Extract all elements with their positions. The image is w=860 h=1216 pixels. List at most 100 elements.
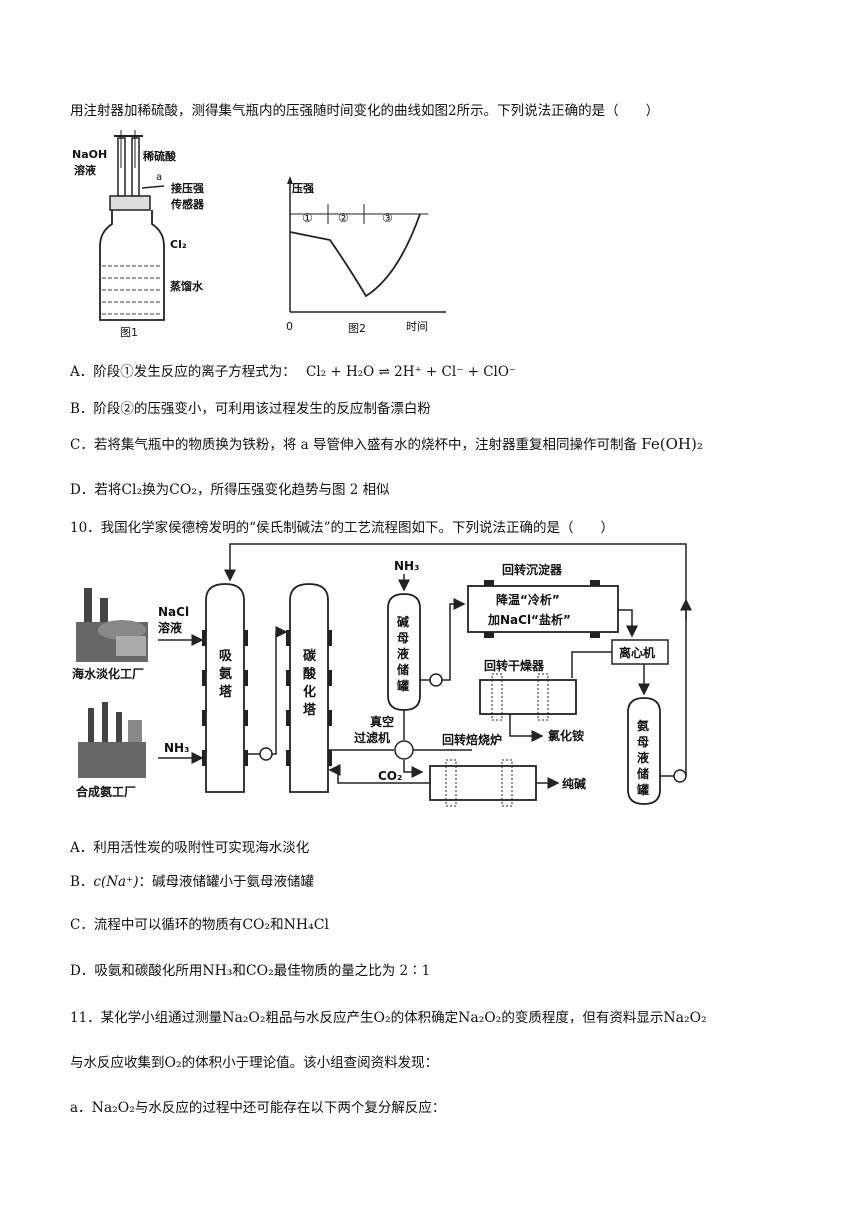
q11-l1-c: 的体积确定 — [390, 1010, 459, 1026]
q9-intro: 用注射器加稀硫酸，测得集气瓶内的压强随时间变化的曲线如图2所示。下列说法正确的是… — [70, 103, 660, 119]
furnace-label: 回转焙烧炉 — [442, 732, 502, 747]
q10-option-d-mid: 和 — [232, 963, 246, 979]
vacuum-label-2: 过滤机 — [354, 730, 390, 745]
settler-label: 回转沉淀器 — [502, 562, 563, 577]
q10-option-c-pre: C．流程中可以循环的物质有 — [70, 917, 243, 933]
rotary-dryer — [479, 679, 577, 715]
ammonia-tank-char-3: 液 — [637, 750, 649, 765]
q10-option-d-formula-1: NH₃ — [202, 963, 233, 979]
tube-a-label: a — [156, 172, 162, 183]
q11-l2-formula-1: O₂ — [164, 1055, 182, 1071]
q9-option-a-equation: Cl₂ + H₂O ⇌ 2H⁺ + Cl⁻ + ClO⁻ — [306, 364, 517, 380]
absorber-char-3: 塔 — [219, 684, 233, 700]
ammonia-plant-label: 合成氨工厂 — [76, 784, 136, 799]
q10-option-d-post: 最佳物质的量之比为 2∶1 — [273, 963, 431, 979]
ammonia-tank-char-1: 氨 — [637, 718, 649, 733]
vacuum-filter — [394, 740, 414, 760]
ammonia-mother-liquor-tank: 氨 母 液 储 罐 — [627, 697, 661, 805]
q9-option-c-text: C．若将集气瓶中的物质换为铁粉，将 a 导管伸入盛有水的烧杯中，注射器重复相同操… — [70, 437, 637, 453]
q11-line-2: 与水反应收集到O₂的体积小于理论值。该小组查阅资料发现： — [70, 1051, 438, 1071]
q11-line-1: 11．某化学小组通过测量Na₂O₂粗品与水反应产生O₂的体积确定Na₂O₂的变质… — [70, 1006, 707, 1026]
centrifuge-box — [611, 639, 669, 665]
sensor-label-1: 接压强 — [171, 181, 204, 195]
ammonia-absorber-tower: 吸 氨 塔 — [202, 583, 248, 793]
carbonation-tower: 碳 酸 化 塔 — [286, 583, 332, 793]
q11-l1-formula-2: O₂ — [373, 1010, 391, 1026]
nh3-input-label: NH₃ — [164, 741, 189, 755]
x-axis-label: 时间 — [406, 320, 428, 333]
nh3-top-label: NH₃ — [394, 559, 419, 573]
figure-2-pressure-curve: 压强 时间 0 ① ② ③ 图2 — [286, 176, 446, 335]
carbonator-char-2: 酸 — [303, 666, 317, 682]
stage-1-label: ① — [302, 211, 313, 225]
naoh-label: NaOH — [72, 148, 107, 161]
ammonium-chloride-label: 氯化铵 — [548, 728, 584, 743]
q9-option-b: B．阶段②的压强变小，可利用该过程发生的反应制备漂白粉 — [70, 401, 431, 417]
q10-option-c-formula-2: NH₄Cl — [283, 917, 329, 933]
q10-option-b-post: ：碱母液储罐小于氨母液储罐 — [138, 874, 315, 890]
stage-3-label: ③ — [382, 211, 393, 225]
q9-option-d-mid: 换为 — [142, 482, 170, 498]
q11-l1-b: 粗品与水反应产生 — [265, 1010, 374, 1026]
nacl-label: NaCl — [158, 605, 189, 619]
mother-tank-char-1: 碱 — [397, 614, 409, 629]
ammonia-tank-char-2: 母 — [637, 735, 649, 749]
q10-option-d-formula-2: CO₂ — [245, 963, 274, 979]
q11-l1-formula-3: Na₂O₂ — [458, 1010, 502, 1026]
q9-option-a-text: A．阶段①发生反应的离子方程式为： — [70, 364, 296, 380]
q10-option-c-mid: 和 — [270, 917, 284, 933]
q10-option-b-formula: c(Na⁺) — [93, 874, 139, 890]
carbonator-char-1: 碳 — [303, 648, 317, 664]
figure-1-apparatus: a NaOH 溶液 稀硫酸 接压强 传感器 Cl₂ 蒸馏水 图1 — [72, 130, 205, 339]
origin-label: 0 — [286, 320, 293, 333]
mother-tank-char-4: 储 — [397, 662, 409, 677]
q9-option-a: A．阶段①发生反应的离子方程式为： Cl₂ + H₂O ⇌ 2H⁺ + Cl⁻ … — [70, 360, 516, 380]
dryer-label: 回转干燥器 — [484, 658, 545, 673]
q10-option-c: C．流程中可以循环的物质有CO₂和NH₄Cl — [70, 913, 329, 933]
mother-tank-char-5: 罐 — [396, 678, 409, 693]
q9-option-d-formula-2: CO₂ — [169, 482, 197, 498]
water-label: 蒸馏水 — [170, 279, 204, 293]
q10-option-d: D．吸氨和碳酸化所用NH₃和CO₂最佳物质的量之比为 2∶1 — [70, 959, 430, 979]
q11-l1-d: 的变质程度，但有资料显示 — [501, 1010, 664, 1026]
q9-option-d-pre: D．若将 — [70, 482, 122, 498]
q10-option-b-pre: B． — [70, 874, 94, 890]
seawater-plant-icon — [76, 588, 148, 662]
q11-line-3: a．Na₂O₂与水反应的过程中还可能存在以下两个复分解反应： — [70, 1096, 445, 1116]
q11-l1-formula-4: Na₂O₂ — [663, 1010, 707, 1026]
cl2-label: Cl₂ — [170, 238, 187, 251]
q11-l3-a: a． — [70, 1100, 92, 1116]
salting-label: 加NaCl“盐析” — [487, 612, 571, 627]
rotary-settler: 降温“冷析” 加NaCl“盐析” — [467, 580, 619, 638]
q11-l1-a: 11．某化学小组通过测量 — [70, 1010, 223, 1026]
stage-2-label: ② — [338, 211, 349, 225]
q10-option-d-pre: D．吸氨和碳酸化所用 — [70, 963, 203, 979]
ammonia-tank-char-5: 罐 — [636, 782, 649, 797]
ammonia-tank-char-4: 储 — [637, 766, 649, 781]
q10-option-a: A．利用活性炭的吸附性可实现海水淡化 — [70, 840, 310, 856]
mother-tank-char-2: 母 — [397, 631, 409, 645]
nacl-solution-label: 溶液 — [158, 620, 182, 635]
q10-option-c-formula-1: CO₂ — [242, 917, 271, 933]
solution-label: 溶液 — [74, 163, 97, 177]
q9-option-c-formula: Fe(OH)₂ — [641, 435, 703, 453]
co2-recycle-label: CO₂ — [378, 769, 402, 783]
cooling-label: 降温“冷析” — [496, 592, 560, 607]
q9-option-d-formula-1: Cl₂ — [121, 482, 143, 498]
q9-option-c: C．若将集气瓶中的物质换为铁粉，将 a 导管伸入盛有水的烧杯中，注射器重复相同操… — [70, 433, 703, 453]
q11-l1-formula-1: Na₂O₂ — [222, 1010, 266, 1026]
mother-tank-char-3: 液 — [397, 646, 409, 661]
hou-process-flow-diagram: 海水淡化工厂 合成氨工厂 NaCl 溶液 NH₃ 吸 氨 塔 碳 酸 化 塔 — [72, 543, 692, 807]
y-axis-label: 压强 — [292, 181, 314, 195]
q11-l2-a: 与水反应收集到 — [70, 1055, 165, 1071]
q10-stem: 10．我国化学家侯德榜发明的“侯氏制碱法”的工艺流程图如下。下列说法正确的是（ … — [70, 520, 614, 536]
q10-option-b: B．c(Na⁺)：碱母液储罐小于氨母液储罐 — [70, 870, 314, 890]
acid-label: 稀硫酸 — [143, 149, 177, 163]
q11-l2-b: 的体积小于理论值。该小组查阅资料发现： — [181, 1055, 439, 1071]
q9-option-d: D．若将Cl₂换为CO₂，所得压强变化趋势与图 2 相似 — [70, 478, 390, 498]
centrifuge-label: 离心机 — [619, 645, 655, 660]
absorber-char-1: 吸 — [219, 649, 233, 664]
fig2-caption: 图2 — [348, 322, 366, 335]
q9-option-d-post: ，所得压强变化趋势与图 2 相似 — [196, 482, 390, 498]
seawater-plant-label: 海水淡化工厂 — [72, 666, 144, 681]
